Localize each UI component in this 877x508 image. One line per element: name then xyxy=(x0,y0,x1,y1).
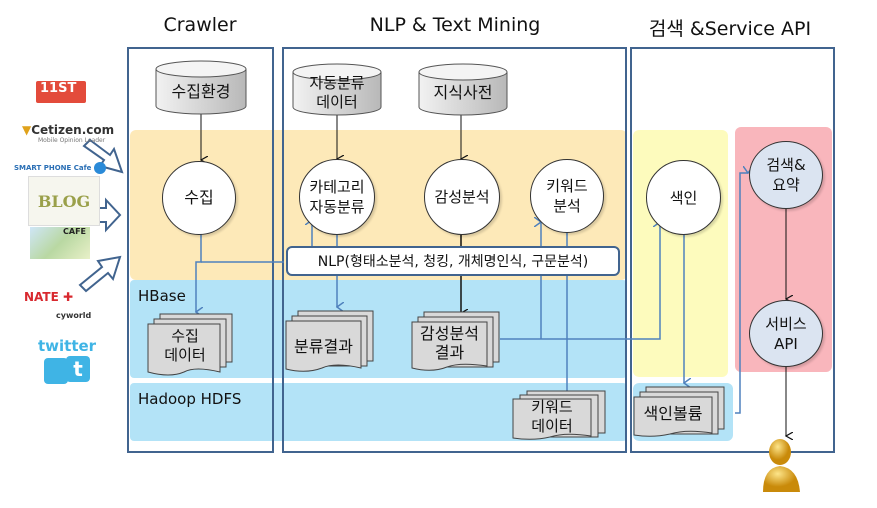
service-label-2: API xyxy=(774,334,798,353)
hdfs-label: Hadoop HDFS xyxy=(138,390,242,408)
sentiment-result-label-2: 결과 xyxy=(434,343,465,362)
nlp-title: NLP & Text Mining xyxy=(369,14,541,36)
keyword-data-label-1: 키워드 xyxy=(531,398,573,416)
twitter-bird-icon: t xyxy=(44,356,94,386)
source-arrow-1 xyxy=(82,138,124,174)
collect-label: 수집 xyxy=(184,188,214,207)
nlp-column xyxy=(282,47,627,453)
flow-volume-to-search xyxy=(735,173,748,414)
class-result-label: 분류결과 xyxy=(294,337,353,356)
keyword-label-1: 키워드 xyxy=(546,177,588,195)
sentiment-result-label-1: 감성분석 xyxy=(420,324,479,343)
index-process: 색인 xyxy=(646,160,721,235)
search-service-title: 검색 &Service API xyxy=(648,18,812,40)
search-label-1: 검색& xyxy=(766,156,806,174)
nlp-bar-label: NLP(형태소분석, 청킹, 개체명인식, 구문분석) xyxy=(317,254,589,270)
crawler-title: Crawler xyxy=(163,14,237,36)
auto-class-data-label-2: 데이터 xyxy=(316,93,358,111)
auto-class-data-label-1: 자동분류 xyxy=(309,74,365,92)
search-service-column xyxy=(630,47,835,453)
auto-class-data-db: 자동분류 데이터 xyxy=(292,63,382,116)
cetizen-logo: ▼Cetizen.com Mobile Opinion Leader xyxy=(22,123,115,144)
cafe-logo: CAFE xyxy=(30,227,90,259)
collect-env-db: 수집환경 xyxy=(155,60,247,115)
collect-data-label-2: 데이터 xyxy=(164,346,206,364)
category-label-1: 카테고리 xyxy=(309,178,365,196)
search-label-2: 요약 xyxy=(772,176,800,194)
collect-env-label: 수집환경 xyxy=(171,82,231,101)
search-summary-process: 검색&요약 xyxy=(749,141,823,209)
flow-collect-to-data xyxy=(196,231,201,312)
keyword-data-label-2: 데이터 xyxy=(531,417,573,435)
collect-process: 수집 xyxy=(162,161,236,235)
sentiment-label: 감성분석 xyxy=(434,188,490,206)
index-volume-label: 색인볼륨 xyxy=(643,404,703,423)
crawler-column xyxy=(127,47,274,453)
smartphone-cafe-logo: SMART PHONE Cafe xyxy=(14,162,106,174)
keyword-label-2: 분석 xyxy=(553,197,581,215)
nate-logo: NATE ✚ xyxy=(24,290,74,304)
sentiment-process: 감성분석 xyxy=(424,159,500,235)
service-label-1: 서비스 xyxy=(765,314,807,333)
11st-logo: 11ST xyxy=(36,81,86,103)
blog-logo: BLOG xyxy=(28,176,100,226)
knowledge-dict-label: 지식사전 xyxy=(433,83,493,102)
source-arrow-3 xyxy=(78,255,122,293)
twitter-logo: twitter xyxy=(38,337,97,355)
knowledge-dict-db: 지식사전 xyxy=(418,63,508,116)
collect-data-label-1: 수집 xyxy=(171,327,199,345)
nlp-bar: NLP(형태소분석, 청킹, 개체명인식, 구문분석) xyxy=(286,246,620,276)
category-label-2: 자동분류 xyxy=(309,198,365,216)
cyworld-logo: cyworld xyxy=(56,311,92,320)
flow-sentiment-result-to-index xyxy=(500,222,660,340)
index-label: 색인 xyxy=(669,188,698,207)
hbase-label: HBase xyxy=(138,287,186,305)
